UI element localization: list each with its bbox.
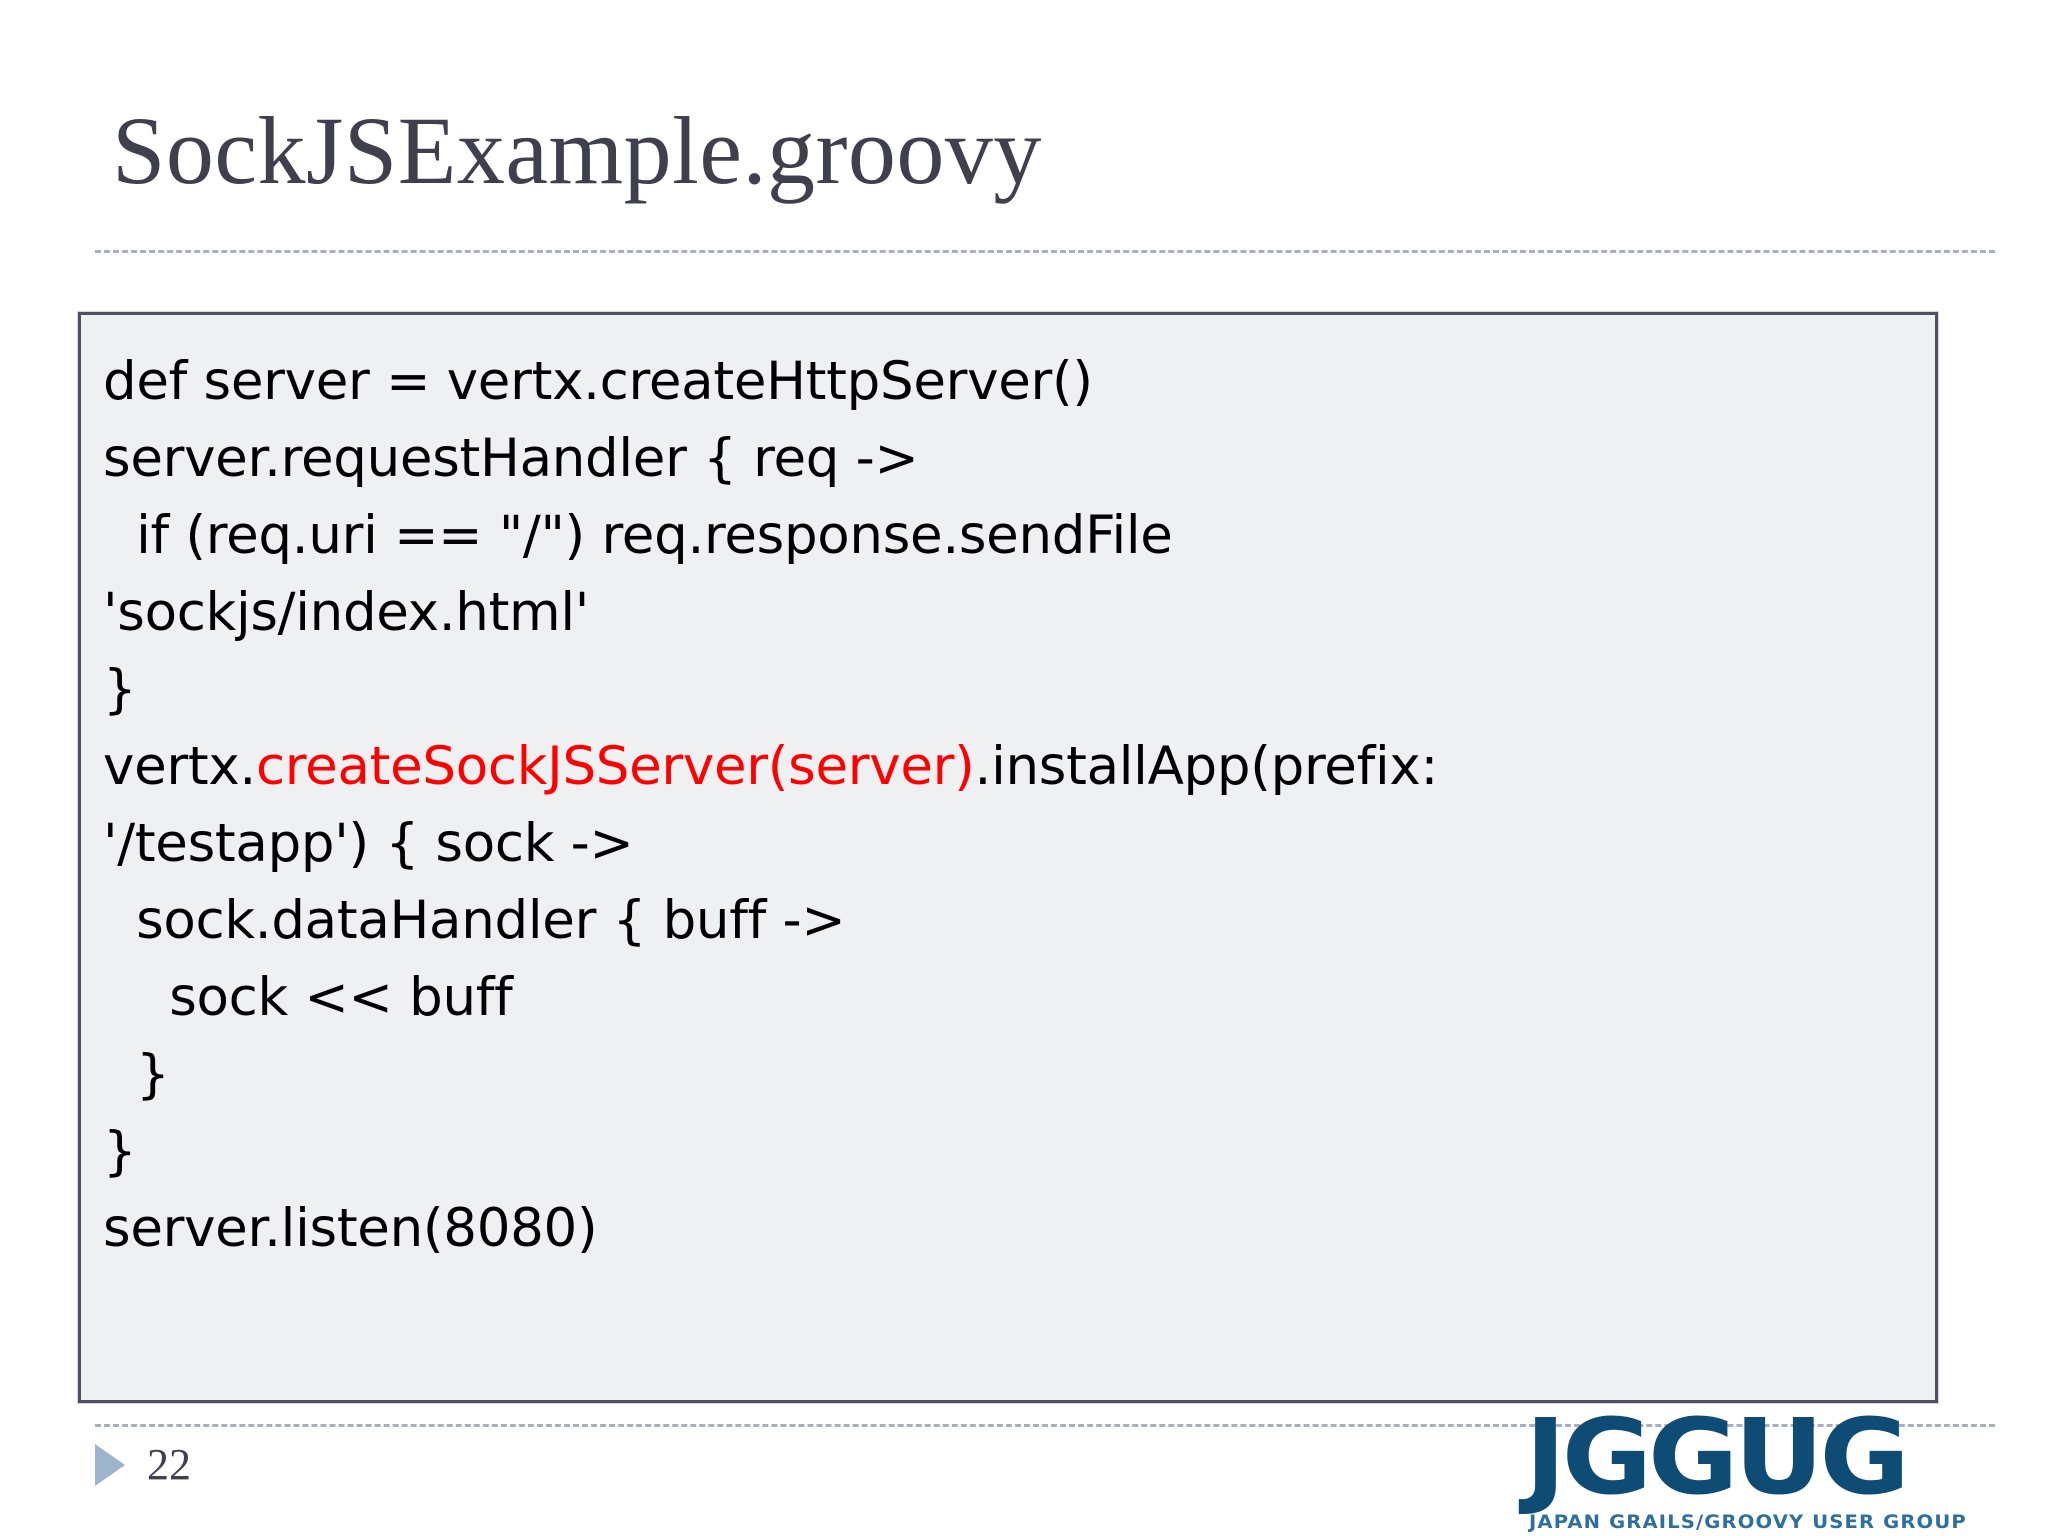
code-line: if (req.uri == "/") req.response.sendFil… — [103, 497, 1923, 574]
code-token: server.listen(8080) — [103, 1198, 598, 1259]
jggug-logo: JGGUG JAPAN GRAILS/GROOVY USER GROUP — [1525, 1405, 2035, 1536]
code-token: '/testapp') { sock -> — [103, 813, 634, 874]
code-token: if (req.uri == "/") req.response.sendFil… — [103, 505, 1173, 566]
page-number: 22 — [147, 1440, 191, 1489]
code-token: .installApp(prefix: — [974, 736, 1439, 797]
code-token: sock << buff — [103, 967, 513, 1028]
code-token: vertx. — [103, 736, 256, 797]
code-token: sock.dataHandler { buff -> — [103, 890, 846, 951]
page-marker: 22 — [95, 1443, 191, 1487]
footer-divider — [95, 1424, 1995, 1427]
code-line: server.requestHandler { req -> — [103, 420, 1923, 497]
triangle-bullet-icon — [95, 1444, 125, 1486]
code-line: } — [103, 1113, 1923, 1190]
code-token-highlight: createSockJSServer(server) — [255, 736, 975, 797]
code-token: 'sockjs/index.html' — [103, 582, 590, 643]
code-line: } — [103, 651, 1923, 728]
code-line: '/testapp') { sock -> — [103, 805, 1923, 882]
jggug-wordmark: JGGUG — [1525, 1396, 1910, 1518]
code-line: 'sockjs/index.html' — [103, 574, 1923, 651]
jggug-tagline: JAPAN GRAILS/GROOVY USER GROUP — [1529, 1511, 1967, 1533]
code-block-text: def server = vertx.createHttpServer() ser… — [103, 343, 1923, 1267]
code-line: } — [103, 1036, 1923, 1113]
code-line: server.listen(8080) — [103, 1190, 1923, 1267]
code-token: } — [103, 1121, 137, 1182]
code-line: sock.dataHandler { buff -> — [103, 882, 1923, 959]
code-token: } — [103, 1044, 170, 1105]
page-title: SockJSExample.groovy — [112, 97, 1042, 204]
title-divider — [95, 250, 1995, 253]
code-token: server.requestHandler { req -> — [103, 428, 919, 489]
code-block-panel: def server = vertx.createHttpServer() ser… — [78, 312, 1938, 1403]
code-line: vertx.createSockJSServer(server).install… — [103, 728, 1923, 805]
code-token: } — [103, 659, 137, 720]
code-line: sock << buff — [103, 959, 1923, 1036]
code-token: def server = vertx.createHttpServer() — [103, 351, 1093, 412]
code-line: def server = vertx.createHttpServer() — [103, 343, 1923, 420]
